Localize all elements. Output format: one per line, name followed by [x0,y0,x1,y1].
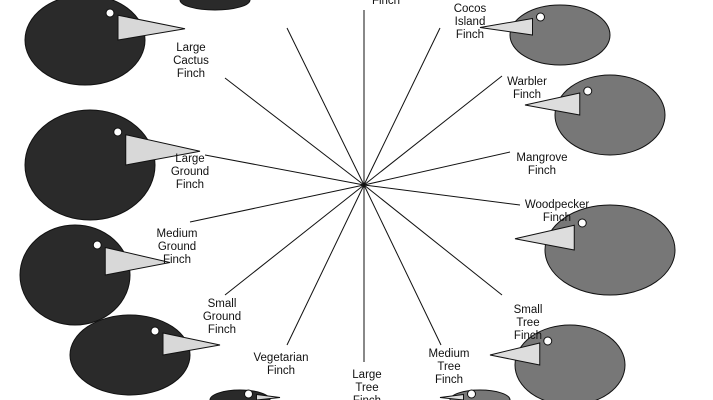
label-warbler-finch: Warbler Finch [507,76,547,101]
spoke-line [189,184,365,223]
label-vegetarian-finch: Vegetarian Finch [253,352,309,377]
finch-head-illustration [209,389,281,400]
label-mangrove-finch: Mangrove Finch [516,152,568,177]
eye [543,336,553,346]
spoke-line [224,184,365,296]
beak [479,17,533,36]
finch-head-illustration [179,0,251,11]
beak [104,246,171,276]
eye [583,86,593,96]
label-large-tree-finch: Large Tree Finch [352,369,382,400]
label-cocos-island-finch: Cocos Island Finch [453,3,487,41]
finch-illustrations [19,0,676,400]
eye [536,12,545,22]
label-medium-ground-finch: Medium Ground Finch [156,228,198,266]
label-large-ground-finch: Large Ground Finch [170,153,210,191]
finch-head-illustration [69,314,221,396]
label-woodpecker-finch: Woodpecker Finch [524,199,590,224]
spoke-line [363,151,511,186]
spoke-line [224,77,365,186]
finch-head-illustration [24,0,186,86]
label-top-finch: Finch [371,0,401,7]
spoke-line [363,75,503,186]
label-medium-tree-finch: Medium Tree Finch [428,348,470,386]
beak [162,332,221,356]
finch-head-illustration [489,324,626,400]
beak [439,393,464,400]
label-large-cactus-finch: Large Cactus Finch [173,42,209,80]
label-small-tree-finch: Small Tree Finch [513,304,543,342]
beak [514,224,575,251]
finch-head-illustration [479,4,611,66]
finch-head-illustration [514,204,676,296]
eye [467,389,476,399]
spoke-line [363,27,441,186]
spoke-line [204,154,365,186]
eye [113,127,123,137]
spoke-line [363,184,442,346]
finch-head-illustration [19,224,171,326]
eye [577,218,587,228]
label-small-ground-finch: Small Ground Finch [202,298,242,336]
spoke-line [286,184,365,346]
eye [105,8,115,18]
finch-head-illustration [524,74,666,156]
finch-head-illustration [24,109,201,221]
finch-head-illustration [439,389,511,400]
beak [256,393,281,400]
spoke-line [363,184,503,296]
beak [117,14,186,41]
spoke-line [363,184,521,206]
beak [125,134,201,166]
eye [150,326,160,336]
eye [244,389,253,399]
beak [489,342,541,366]
radial-spokes [189,10,521,362]
beak [524,92,581,116]
eye [92,240,102,250]
spoke-line [286,27,365,186]
